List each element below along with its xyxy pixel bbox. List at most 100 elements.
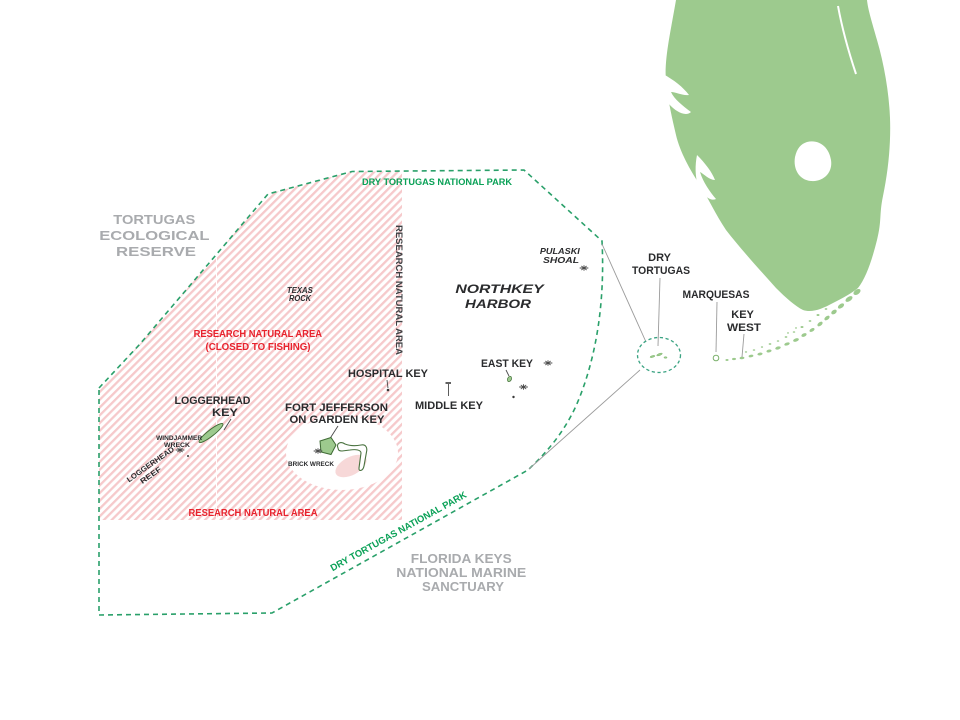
shoal-shadow [335,454,367,478]
tampa-bay [662,74,691,115]
islet-marker [725,358,729,362]
islet-marker [795,327,797,329]
label-line: PULASKI [540,246,581,256]
islet-dot [512,395,515,399]
islet-marker [808,320,812,322]
islet-marker [837,303,845,309]
leader-dry-tortugas [657,277,661,347]
brick-wreck-icon [313,448,323,454]
islet-marker [766,349,772,353]
florida-peninsula [662,0,891,362]
label-line: NATIONAL MARINE [396,566,526,580]
detail-islands [187,375,515,471]
islet-marker [816,314,820,316]
islet-marker [787,332,789,334]
label-line: ROCK [289,294,312,303]
label-line: RESERVE [116,245,196,259]
rna-closed-to-fishing-label: RESEARCH NATURAL AREA (CLOSED TO FISHING… [194,329,325,353]
fort-jefferson-label: FORT JEFFERSON ON GARDEN KEY [285,402,391,426]
islet-marker [817,321,823,327]
leader-key-west [741,333,745,358]
label-line: WEST [727,322,761,334]
islet-marker [784,342,790,346]
islet-marker [792,331,796,333]
label-line: LOGGERHEAD [174,395,250,407]
islet-marker [732,357,736,361]
label-line: SHOAL [543,255,579,265]
dry-tortugas-locator-ellipse [636,336,682,374]
rna-east-vertical-label: RESEARCH NATURAL AREA [393,225,404,355]
locator-islet [663,356,668,359]
park-boundary-dashed [98,169,604,616]
label-line: WRECK [164,442,190,449]
charlotte-harbor [695,155,716,200]
key-west-label: KEY WEST [727,309,761,334]
label-line: SANCTUARY [422,580,505,594]
pulaski-shoal-label: PULASKI SHOAL [540,246,582,265]
islet-marker [831,309,837,315]
pulaski-shoal-wreck-icon [579,265,589,271]
east-key-label: EAST KEY [481,358,534,370]
islet-marker [793,338,799,342]
marquesas-island [712,354,720,362]
label-line: TORTUGAS [632,265,690,277]
locator-group [528,243,720,470]
islet-marker [776,340,780,342]
florida-landmass [665,0,891,312]
islet-marker [760,346,764,348]
label-line: HARBOR [465,297,531,311]
middle-key-label: MIDDLE KEY [415,400,484,412]
label-line: ON GARDEN KEY [290,414,386,426]
islet-marker [824,308,828,310]
windjammer-wreck-label: WINDJAMMER WRECK [156,435,204,449]
east-key-island [507,375,512,383]
islet-marker [824,315,830,321]
islet-marker [739,356,745,360]
label-line: ECOLOGICAL [99,229,210,243]
leader-east-key [505,369,510,377]
label-line: TORTUGAS [113,213,195,227]
locator-islet [656,352,663,357]
tortugas-ecological-reserve-label: TORTUGAS ECOLOGICAL RESERVE [99,213,212,259]
lake-okeechobee [794,141,832,182]
loggerhead-key-label: LOGGERHEAD KEY [174,395,253,419]
brick-wreck-label: BRICK WRECK [288,461,334,468]
islet-marker [809,328,815,332]
leader-marquesas [715,301,718,353]
garden-key-clearing [286,416,398,490]
islet-marker [853,288,861,296]
islet-marker [744,351,748,353]
garden-key-island [319,436,337,456]
east-key-wreck-icon [543,360,553,366]
islet-marker [748,354,754,358]
label-line: RESEARCH NATURAL AREA [194,329,322,340]
loggerhead-key-island [198,422,224,444]
islet-marker [775,346,781,350]
islet-marker [752,349,756,351]
bush-key-island [337,442,368,471]
label-line: FLORIDA KEYS [411,552,512,566]
islet-marker [845,296,853,302]
florida-keys-islets [725,288,861,362]
islet-dot [187,455,189,457]
marquesas-label: MARQUESAS [683,289,750,301]
dry-tortugas-label: DRY TORTUGAS [632,252,690,277]
label-line: FORT JEFFERSON [285,402,388,414]
islet-marker [784,336,788,338]
texas-rock-label: TEXAS ROCK [287,286,315,303]
intracoastal-channel [837,5,857,75]
florida-keys-sanctuary-label: FLORIDA KEYS NATIONAL MARINE SANCTUARY [396,552,529,594]
locator-link-top [601,243,647,343]
label-line: NORTHKEY [455,282,545,296]
islet-marker [757,352,763,356]
label-line: KEY [212,407,239,419]
leader-loggerhead-key [223,418,232,431]
northkey-harbor-label: NORTHKEY HARBOR [455,282,546,311]
hospital-key-island [386,388,390,392]
label-line: DRY [648,252,671,264]
label-line: KEY [731,309,754,321]
rna-south-label: RESEARCH NATURAL AREA [189,508,318,519]
islet-marker [768,343,772,345]
